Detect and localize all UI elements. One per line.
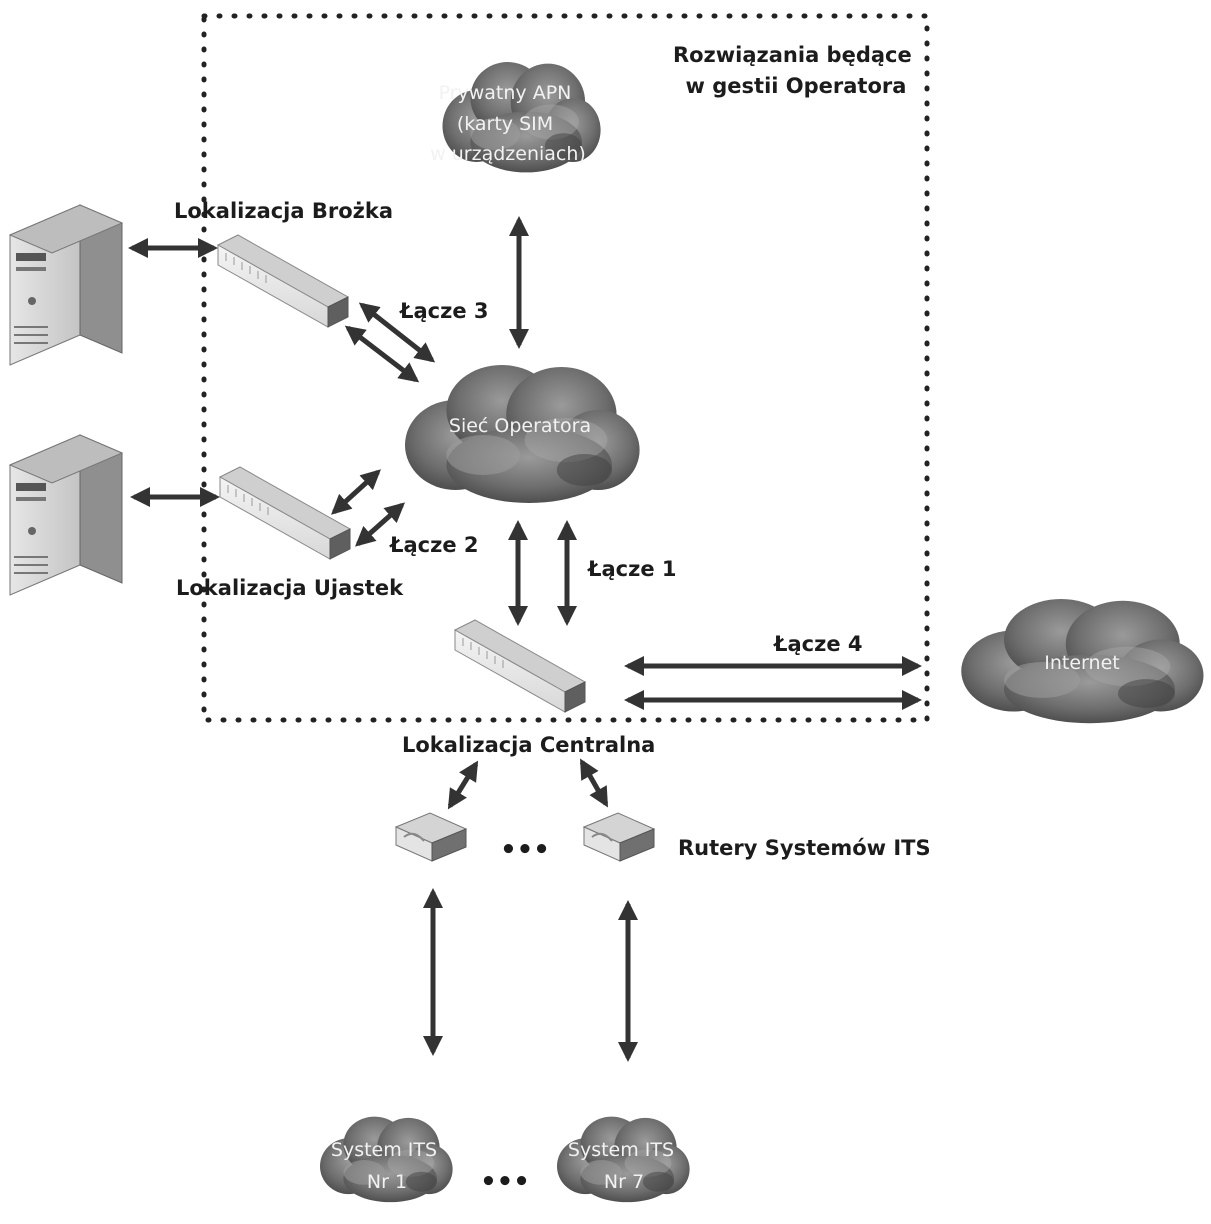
its-routers-label: Rutery Systemów ITS xyxy=(678,836,931,860)
its-system-7-label: System ITS Nr 7 xyxy=(568,1139,680,1193)
link-3-label: Łącze 3 xyxy=(399,299,489,323)
operator-zone-boundary xyxy=(201,13,930,723)
brozek-location-label: Lokalizacja Brożka xyxy=(174,199,393,223)
network-switch-icon xyxy=(219,466,351,560)
router-its-1 xyxy=(395,812,467,862)
network-switch-icon xyxy=(454,619,586,713)
its-system-1-label: System ITS Nr 1 xyxy=(331,1139,443,1193)
its-ellipsis: ••• xyxy=(480,1167,530,1197)
internet-label: Internet xyxy=(1044,652,1119,674)
network-switch-icon xyxy=(217,234,349,328)
switch-brozek xyxy=(217,234,349,328)
central-location-label: Lokalizacja Centralna xyxy=(402,733,655,757)
operator-zone-label: Rozwiązania będące w gestii Operatora xyxy=(673,43,919,98)
routers-ellipsis: ••• xyxy=(500,835,550,865)
link-4-label: Łącze 4 xyxy=(773,632,863,656)
link-1-label: Łącze 1 xyxy=(587,557,677,581)
router-icon xyxy=(395,812,467,862)
server-ujastek xyxy=(9,434,123,596)
operator-network-label: Sieć Operatora xyxy=(449,415,591,437)
server-icon xyxy=(9,434,123,596)
switch-central xyxy=(454,619,586,713)
router-icon xyxy=(583,812,655,862)
server-icon xyxy=(9,204,123,366)
arrow-central-router-1 xyxy=(447,760,479,810)
link-2-label: Łącze 2 xyxy=(389,533,479,557)
arrow-link2-a xyxy=(331,469,381,515)
private-apn-label: Prywatny APN (karty SIM w urządzeniach) xyxy=(430,82,586,165)
server-brozek xyxy=(9,204,123,366)
arrow-link3-b xyxy=(344,325,420,383)
arrow-central-router-7 xyxy=(579,758,609,808)
router-its-7 xyxy=(583,812,655,862)
switch-ujastek xyxy=(219,466,351,560)
ujastek-location-label: Lokalizacja Ujastek xyxy=(176,576,404,600)
arrow-link2-b xyxy=(355,502,405,547)
